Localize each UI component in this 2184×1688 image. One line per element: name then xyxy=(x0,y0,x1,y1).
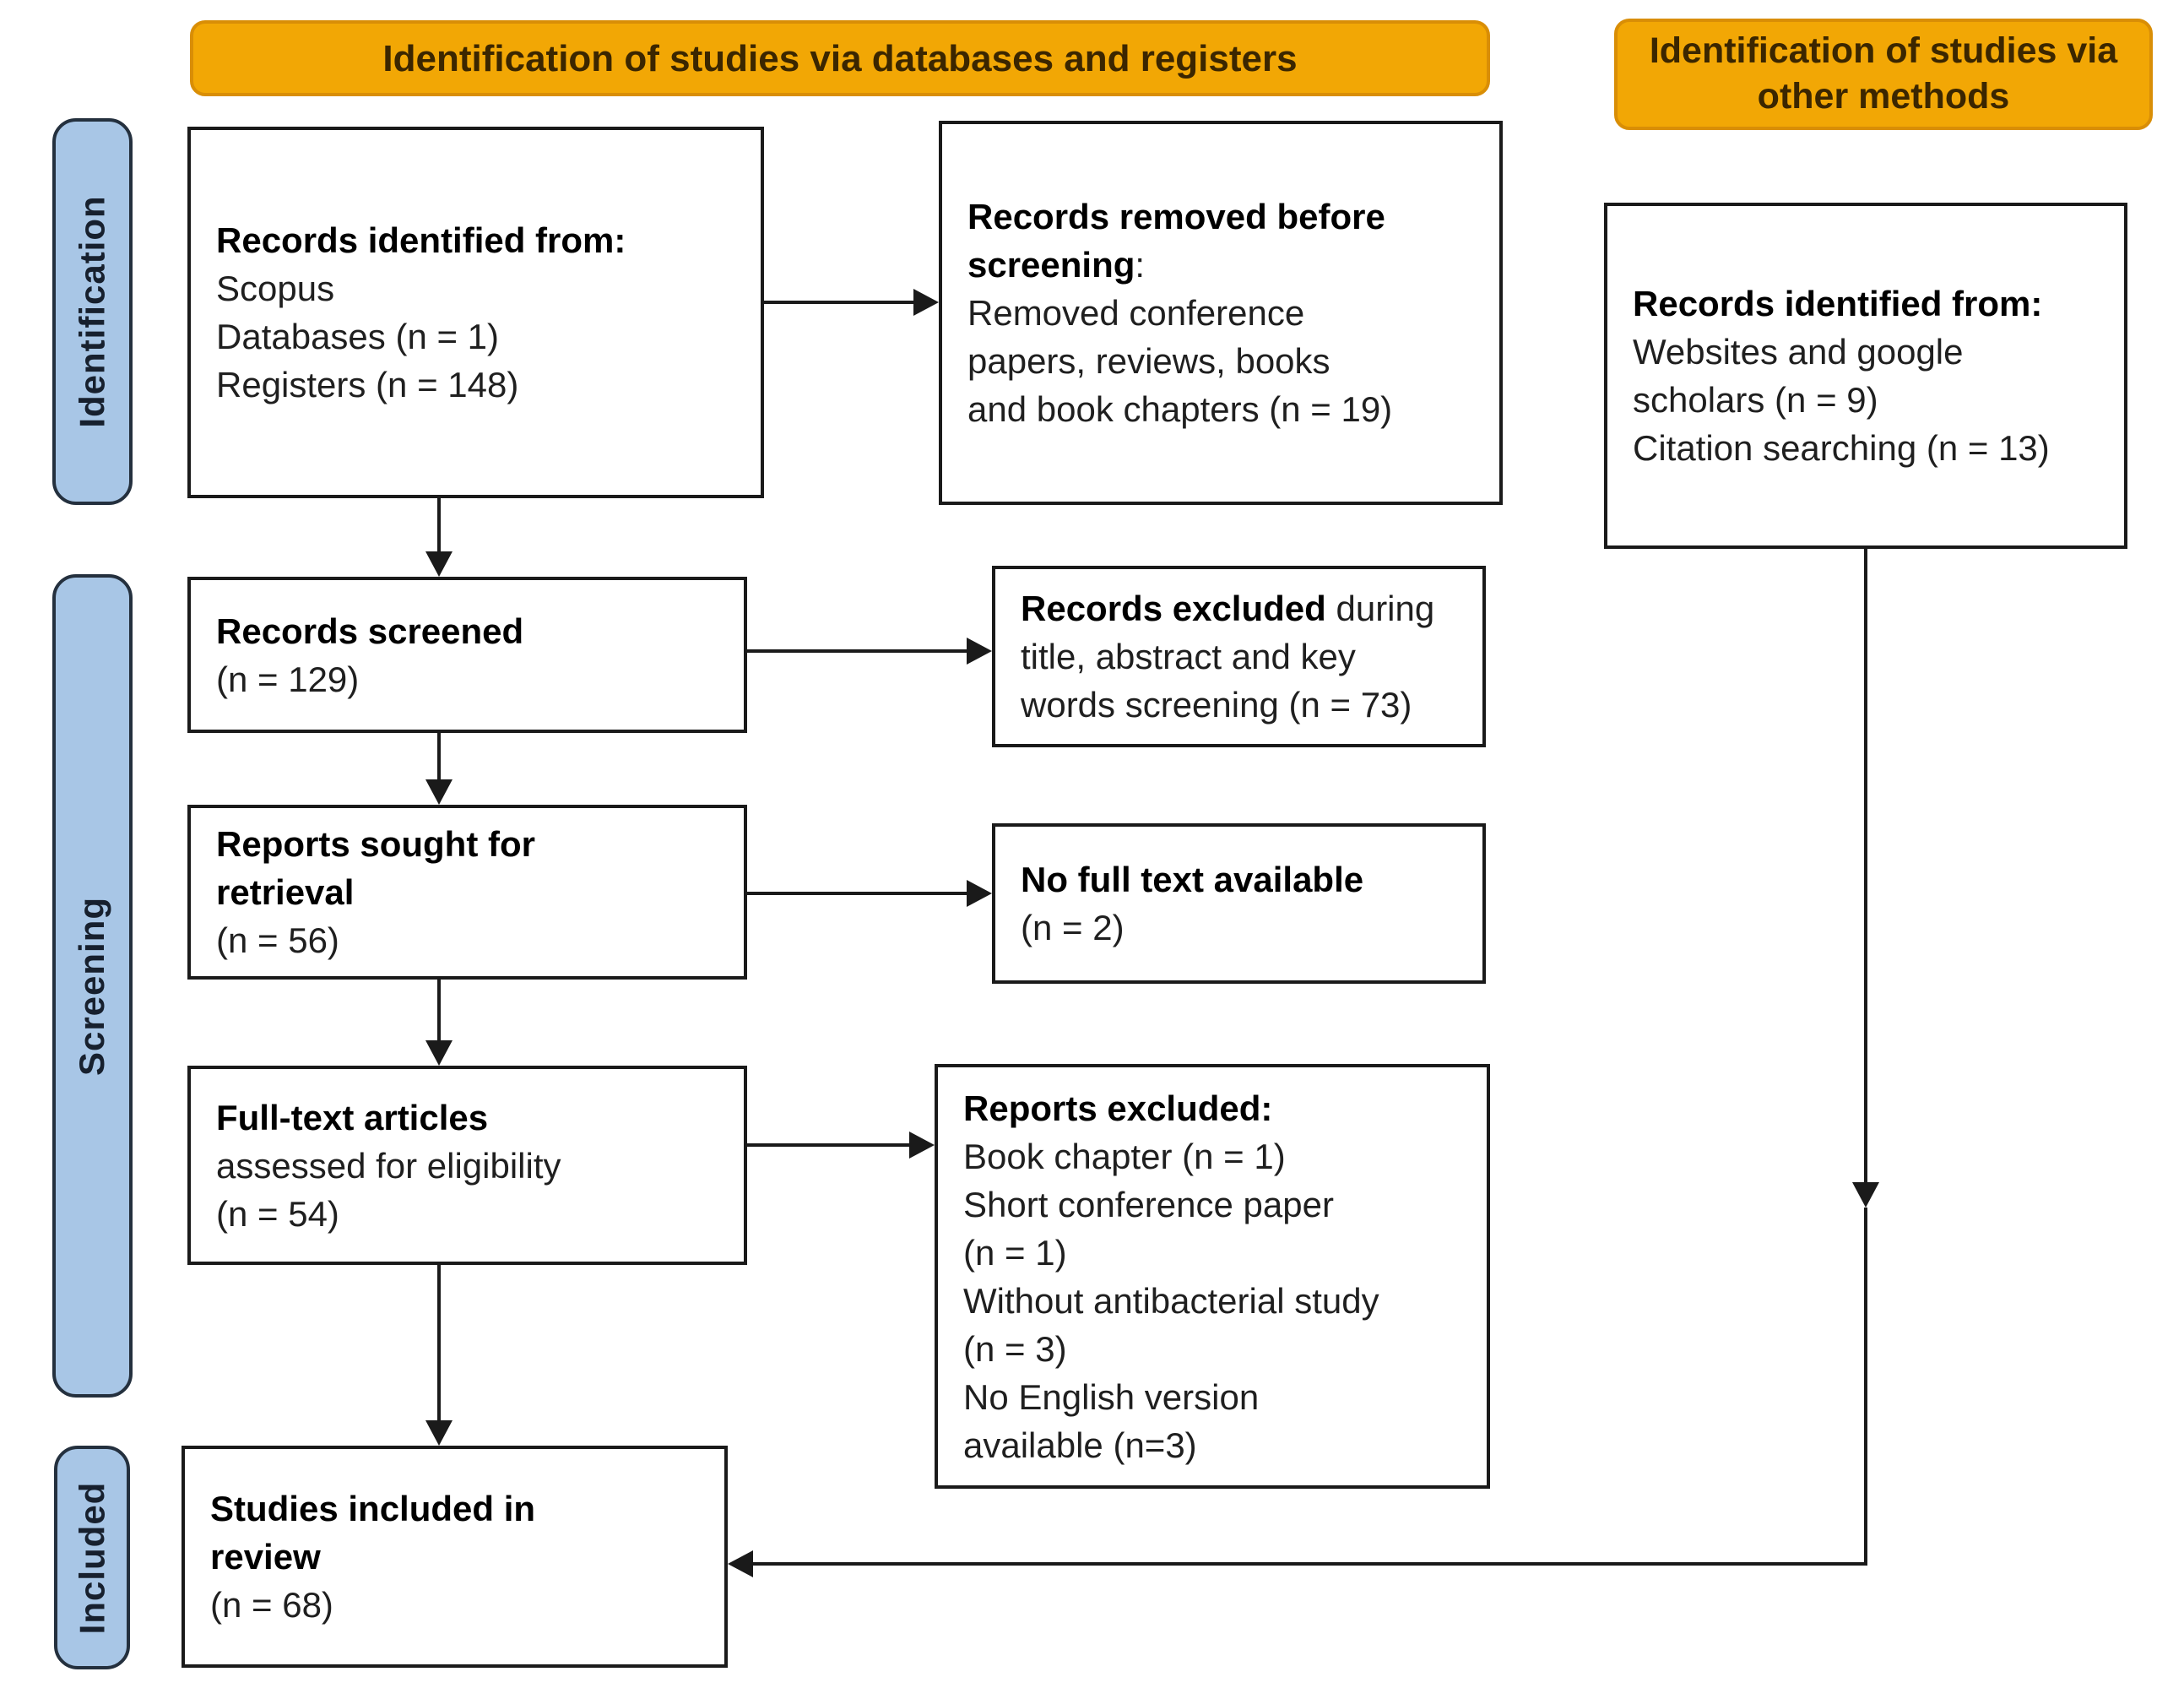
text-line: Databases (n = 1) xyxy=(216,317,500,356)
box-no-full-text-available: No full text available (n = 2) xyxy=(992,823,1486,984)
stage-label-identification-text: Identification xyxy=(72,195,112,428)
header-other-methods-label: Identification of studies via other meth… xyxy=(1649,30,2118,117)
arrow-line-identified-to-removed xyxy=(764,301,913,304)
header-other-methods: Identification of studies via other meth… xyxy=(1614,19,2153,130)
text-line: (n = 56) xyxy=(216,920,339,960)
stage-label-screening-text: Screening xyxy=(72,896,112,1076)
text-line: Without antibacterial study xyxy=(963,1280,1379,1321)
arrowhead-down-icon xyxy=(425,1040,453,1066)
arrow-line-othermethods-down-lower xyxy=(1864,1208,1867,1566)
text-line: Studies included in xyxy=(210,1489,536,1528)
text-line: assessed for eligibility xyxy=(216,1145,561,1186)
arrowhead-right-icon xyxy=(913,289,939,316)
text-line: No English version xyxy=(963,1376,1260,1417)
text-line: Citation searching (n = 13) xyxy=(1633,428,2050,468)
arrow-line-screened-to-sought xyxy=(437,733,441,783)
text-line: Records excluded during xyxy=(1021,589,1435,628)
arrowhead-down-icon xyxy=(425,1420,453,1446)
text-line: Records removed before xyxy=(967,197,1385,236)
box-records-excluded: Records excluded during title, abstract a… xyxy=(992,566,1486,747)
header-databases-registers: Identification of studies via databases … xyxy=(190,20,1490,96)
text-line: Records screened xyxy=(216,611,524,651)
text-line: Removed conference xyxy=(967,293,1305,333)
box-studies-included-in-review: Studies included in review (n = 68) xyxy=(182,1446,728,1668)
text-line: No full text available xyxy=(1021,860,1364,899)
box-records-identified-other-methods: Records identified from: Websites and goo… xyxy=(1604,203,2127,549)
text-line: title, abstract and key xyxy=(1021,637,1356,676)
text-line: and book chapters (n = 19) xyxy=(967,389,1393,429)
arrowhead-right-icon xyxy=(967,880,992,907)
box-reports-sought-for-retrieval: Reports sought for retrieval (n = 56) xyxy=(187,805,747,980)
box-full-text-articles-assessed: Full-text articles assessed for eligibili… xyxy=(187,1066,747,1265)
text-line: retrieval xyxy=(216,872,355,912)
arrow-line-othermethods-to-included xyxy=(753,1562,1867,1566)
arrow-line-sought-to-fulltext xyxy=(437,980,441,1044)
box-records-removed-before-screening: Records removed before screening: Removed … xyxy=(939,121,1503,505)
text-line: Reports sought for xyxy=(216,824,535,864)
text-line: (n = 2) xyxy=(1021,908,1125,947)
header-databases-registers-label: Identification of studies via databases … xyxy=(382,37,1298,79)
arrow-line-identified-to-screened xyxy=(437,498,441,555)
text-line: words screening (n = 73) xyxy=(1021,685,1412,725)
arrowhead-right-icon xyxy=(909,1132,935,1159)
box-records-screened: Records screened (n = 129) xyxy=(187,577,747,733)
text-line: (n = 1) xyxy=(963,1232,1067,1273)
text-line: Reports excluded: xyxy=(963,1088,1273,1128)
text-line: Short conference paper xyxy=(963,1184,1334,1224)
text-line: Registers (n = 148) xyxy=(216,365,519,404)
stage-label-included-text: Included xyxy=(72,1481,111,1634)
text-line: available (n=3) xyxy=(963,1425,1197,1465)
arrowhead-down-icon xyxy=(425,551,453,577)
box-reports-excluded: Reports excluded: Book chapter (n = 1) Sho… xyxy=(935,1064,1490,1489)
text-line: review xyxy=(210,1537,321,1577)
text-line: Websites and google xyxy=(1633,332,1964,372)
text-line: Records identified from: xyxy=(216,220,626,260)
arrow-line-sought-to-nofulltext xyxy=(747,892,967,895)
text-line: (n = 68) xyxy=(210,1585,333,1625)
text-line: scholars (n = 9) xyxy=(1633,380,1878,420)
stage-label-screening: Screening xyxy=(52,574,133,1398)
arrowhead-down-icon xyxy=(425,779,453,805)
arrow-line-screened-to-excluded xyxy=(747,649,967,653)
arrowhead-right-icon xyxy=(967,638,992,665)
text-line: Book chapter (n = 1) xyxy=(963,1136,1286,1176)
arrow-line-fulltext-to-included xyxy=(437,1265,441,1424)
text-line: (n = 3) xyxy=(963,1328,1067,1369)
text-line: Scopus xyxy=(216,269,335,308)
stage-label-identification: Identification xyxy=(52,118,133,505)
text-line: papers, reviews, books xyxy=(967,341,1330,381)
arrow-line-othermethods-down xyxy=(1864,549,1867,1186)
text-line: (n = 54) xyxy=(216,1193,339,1234)
text-line: Records identified from: xyxy=(1633,284,2043,323)
arrow-line-fulltext-to-reportsexcluded xyxy=(747,1143,909,1147)
arrowhead-left-icon xyxy=(728,1550,753,1577)
text-line: Full-text articles xyxy=(216,1097,489,1137)
text-line: screening: xyxy=(967,245,1146,285)
text-line: (n = 129) xyxy=(216,659,360,699)
arrowhead-down-icon xyxy=(1852,1182,1879,1208)
stage-label-included: Included xyxy=(54,1446,130,1669)
